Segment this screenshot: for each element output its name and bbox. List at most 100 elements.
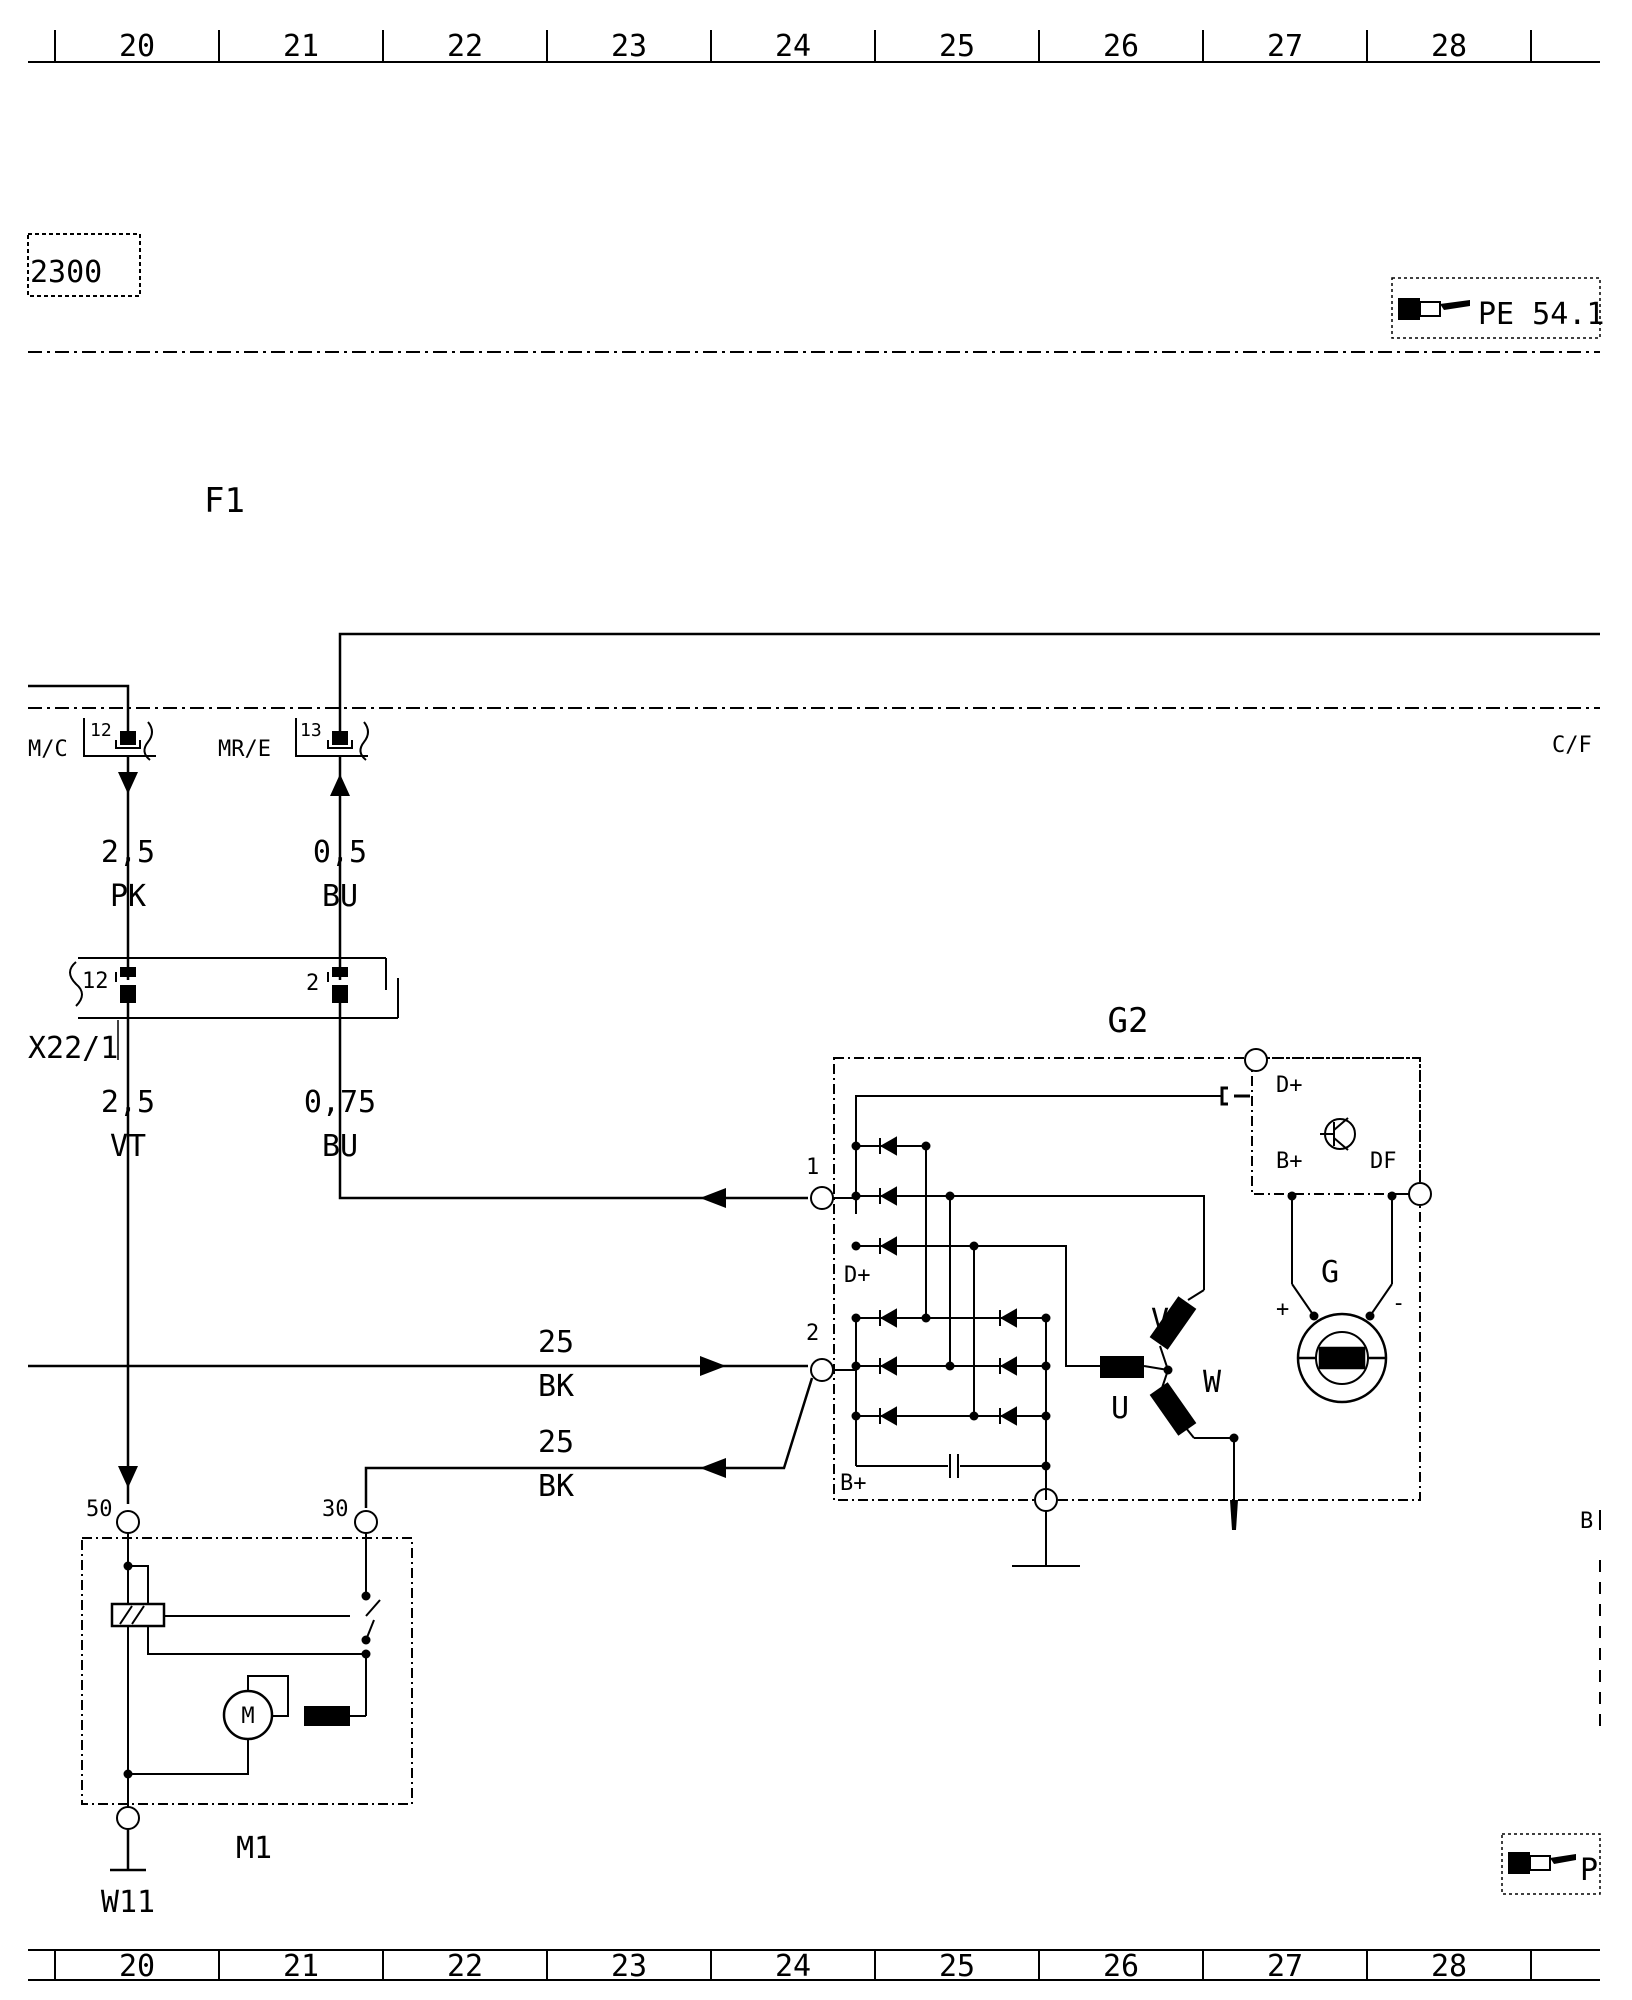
ruler-bottom-col-20: 20	[119, 1949, 155, 1984]
starter-terminal-30[interactable]	[354, 1510, 378, 1534]
ground-w11	[110, 1829, 146, 1872]
ruler-col-25: 25	[939, 29, 975, 64]
wire-bk-1-arrow	[700, 1356, 726, 1376]
ruler-bottom-col-22: 22	[447, 1949, 483, 1984]
winding-w	[1149, 1382, 1197, 1436]
starter-terminal-50[interactable]	[116, 1510, 140, 1534]
fuse-label: F1	[204, 481, 245, 521]
ruler-bottom-col-28: 28	[1431, 1949, 1467, 1984]
wire-bu-color: BU	[322, 879, 358, 914]
wire-vt-gauge: 2,5	[101, 1085, 155, 1120]
ruler-bottom-col-25: 25	[939, 1949, 975, 1984]
fuse-socket-12	[83, 718, 156, 761]
pointing-hand-icon	[1398, 298, 1470, 320]
wire-vt-arrow-down	[118, 1466, 138, 1488]
gen-label: G	[1321, 1255, 1339, 1290]
wire-pk-color: PK	[110, 879, 146, 914]
top-ruler-labels: 20 21 22 23 24 25 26 27 28	[119, 29, 1467, 64]
rect-d-plus: D+	[844, 1263, 871, 1288]
starter-term-50-label: 50	[86, 1497, 113, 1522]
ruler-col-20: 20	[119, 29, 155, 64]
ruler-bottom-col-27: 27	[1267, 1949, 1303, 1984]
ruler-bottom-col-26: 26	[1103, 1949, 1139, 1984]
ruler-bottom-col-21: 21	[283, 1949, 319, 1984]
fuse-socket-13	[295, 718, 369, 761]
alternator-g2	[833, 1057, 1421, 1501]
wire-vt-color: VT	[110, 1129, 146, 1164]
motor-icon: M	[222, 1689, 274, 1741]
alternator-term-1-label: 1	[806, 1155, 819, 1180]
starter-dots	[123, 1561, 371, 1779]
alternator-terminal-df[interactable]	[1408, 1182, 1432, 1206]
starter-m1	[81, 1537, 413, 1805]
page-ref-top: PE 54.1	[1391, 277, 1604, 339]
alternator-internal-wiring	[833, 1095, 1410, 1567]
rectifier-diodes	[879, 1136, 1017, 1426]
alternator-name: G2	[1108, 1001, 1149, 1041]
winding-v	[1149, 1296, 1197, 1350]
ruler-col-28: 28	[1431, 29, 1467, 64]
starter-terminal-ground[interactable]	[116, 1806, 140, 1830]
winding-u	[1100, 1356, 1144, 1378]
ruler-col-24: 24	[775, 29, 811, 64]
d-plus-connector	[1220, 1086, 1250, 1106]
connector-x22-1	[69, 957, 399, 1019]
x22-name: X22/1	[28, 1031, 118, 1066]
top-ruler	[28, 30, 1600, 63]
junction-dots	[851, 1141, 1397, 1471]
phase-u-label: U	[1111, 1391, 1129, 1426]
reg-d-plus: D+	[1276, 1073, 1303, 1098]
starter-name: M1	[236, 1831, 272, 1866]
ruler-col-26: 26	[1103, 29, 1139, 64]
gen-plus: +	[1276, 1297, 1289, 1322]
alternator-terminal-top[interactable]	[1244, 1048, 1268, 1072]
wire-bk-2-color: BK	[538, 1469, 574, 1504]
page-ref-bottom-label: P	[1580, 1853, 1598, 1888]
fuse-socket-12-pin: 12	[90, 720, 112, 741]
alternator-terminal-1[interactable]	[810, 1186, 834, 1210]
section-label-middle: MR/E	[218, 737, 271, 762]
gen-minus: -	[1392, 1291, 1405, 1316]
wire-bk-1-gauge: 25	[538, 1325, 574, 1360]
pointing-hand-icon-bottom	[1508, 1852, 1576, 1874]
stator-windings	[1100, 1289, 1238, 1530]
wire-bk-1-color: BK	[538, 1369, 574, 1404]
field-winding	[304, 1706, 350, 1726]
reg-df: DF	[1370, 1149, 1397, 1174]
wire-pk-arrow-down	[118, 772, 138, 794]
generator-field	[1296, 1312, 1388, 1404]
wire-bu-075-arrow	[700, 1188, 726, 1208]
ref-box-label: 2300	[30, 255, 102, 290]
section-label-right: C/F	[1552, 733, 1592, 758]
ruler-col-21: 21	[283, 29, 319, 64]
alternator-terminal-2[interactable]	[810, 1358, 834, 1382]
bottom-ruler	[28, 1949, 1600, 1981]
ruler-bottom-col-24: 24	[775, 1949, 811, 1984]
wire-bu-075-gauge: 0,75	[304, 1085, 376, 1120]
fuse-socket-13-pin: 13	[300, 720, 322, 741]
page-ref-top-label: PE 54.1	[1478, 297, 1604, 332]
starter-internal-wiring	[127, 1533, 381, 1807]
section-label-left: M/C	[28, 737, 68, 762]
wire-bu-arrow-up	[330, 774, 350, 796]
phase-w-label: W	[1203, 1365, 1222, 1400]
starter-term-30-label: 30	[322, 1497, 349, 1522]
x22-pin-2: 2	[306, 971, 319, 996]
wire-pk-gauge: 2,5	[101, 835, 155, 870]
wire-bk-2	[364, 1377, 814, 1508]
motor-label: M	[241, 1704, 254, 1729]
page-ref-bottom: P	[1501, 1833, 1601, 1895]
ref-box-2300: 2300	[27, 233, 141, 297]
bottom-ruler-labels: 20 21 22 23 24 25 26 27 28	[119, 1949, 1467, 1984]
alternator-term-2-label: 2	[806, 1321, 819, 1346]
phase-v-label: V	[1151, 1303, 1169, 1338]
wire-bu-075	[338, 1002, 808, 1200]
feed-wires	[28, 632, 1600, 742]
ruler-col-27: 27	[1267, 29, 1303, 64]
x22-pin-12: 12	[82, 969, 109, 994]
reg-b-plus: B+	[1276, 1149, 1303, 1174]
wire-bu-gauge: 0,5	[313, 835, 367, 870]
section-label-bottom-right: B	[1580, 1509, 1593, 1534]
ground-label: W11	[101, 1885, 155, 1920]
rect-b-plus: B+	[840, 1471, 867, 1496]
